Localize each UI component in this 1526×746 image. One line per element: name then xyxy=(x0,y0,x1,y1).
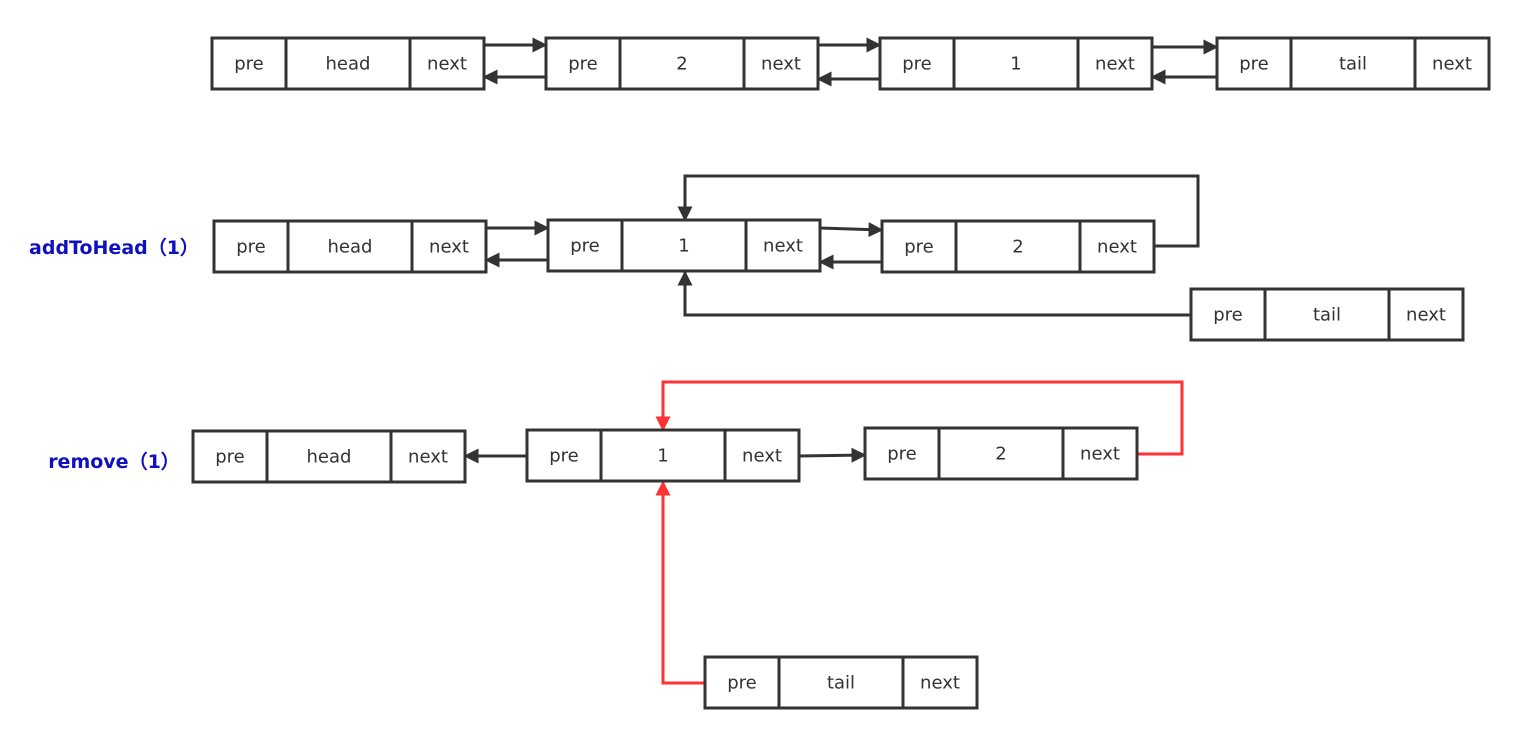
node-value-label: 1 xyxy=(1010,54,1021,75)
node-pre-label: pre xyxy=(1239,54,1269,75)
node-pre-label: pre xyxy=(904,237,934,258)
node-value-label: head xyxy=(326,54,371,75)
edge-2-next-to-1-red xyxy=(655,380,1184,456)
node-pre-label: pre xyxy=(1213,305,1243,326)
list-node: pre tail next xyxy=(703,655,979,710)
node-pre-label: pre xyxy=(887,444,917,465)
node-value-label: 2 xyxy=(995,444,1006,465)
node-next-label: next xyxy=(427,54,467,75)
node-value-label: tail xyxy=(1339,54,1367,75)
node-value-label: 2 xyxy=(676,54,687,75)
list-node: pre head next xyxy=(210,36,486,91)
list-node: pre head next xyxy=(191,429,467,484)
row-0-edges xyxy=(482,37,1219,87)
list-node: pre 2 next xyxy=(863,426,1139,481)
node-value-label: 1 xyxy=(657,446,668,467)
edge-tail-pre-to-1-red xyxy=(655,480,705,685)
node-next-label: next xyxy=(1432,54,1472,75)
edge-2-next-to-1-loop xyxy=(677,174,1200,248)
list-node: pre 1 next xyxy=(525,428,801,483)
node-next-label: next xyxy=(761,54,801,75)
row-2-edges xyxy=(463,380,1184,685)
node-value-label: head xyxy=(328,237,373,258)
list-node: pre 2 next xyxy=(544,36,820,91)
edge-1-next-to-2 xyxy=(798,447,867,463)
node-value-label: 1 xyxy=(678,236,689,257)
list-node: pre 1 next xyxy=(546,218,822,273)
node-pre-label: pre xyxy=(549,446,579,467)
node-next-label: next xyxy=(742,446,782,467)
node-next-label: next xyxy=(429,237,469,258)
node-next-label: next xyxy=(1080,444,1120,465)
node-pre-label: pre xyxy=(570,236,600,257)
node-value-label: tail xyxy=(827,673,855,694)
node-value-label: head xyxy=(307,447,352,468)
edge-tail-pre-to-1 xyxy=(677,270,1191,317)
list-node: pre 1 next xyxy=(878,36,1154,91)
row-label-add-to-head: addToHead（1） xyxy=(29,236,199,259)
node-next-label: next xyxy=(408,447,448,468)
list-node: pre tail next xyxy=(1189,287,1465,342)
list-node: pre tail next xyxy=(1215,36,1491,91)
list-node: pre 2 next xyxy=(880,219,1156,274)
node-next-label: next xyxy=(1095,54,1135,75)
node-next-label: next xyxy=(763,236,803,257)
node-pre-label: pre xyxy=(727,673,757,694)
node-pre-label: pre xyxy=(568,54,598,75)
list-node: pre head next xyxy=(212,219,488,274)
node-pre-label: pre xyxy=(234,54,264,75)
node-next-label: next xyxy=(1406,305,1446,326)
node-value-label: tail xyxy=(1313,305,1341,326)
edge-1-next-to-2 xyxy=(819,222,884,238)
row-1-edges xyxy=(484,174,1200,317)
node-next-label: next xyxy=(1097,237,1137,258)
node-pre-label: pre xyxy=(215,447,245,468)
node-pre-label: pre xyxy=(902,54,932,75)
node-next-label: next xyxy=(920,673,960,694)
row-label-remove: remove（1） xyxy=(48,450,180,473)
node-pre-label: pre xyxy=(236,237,266,258)
node-value-label: 2 xyxy=(1012,237,1023,258)
